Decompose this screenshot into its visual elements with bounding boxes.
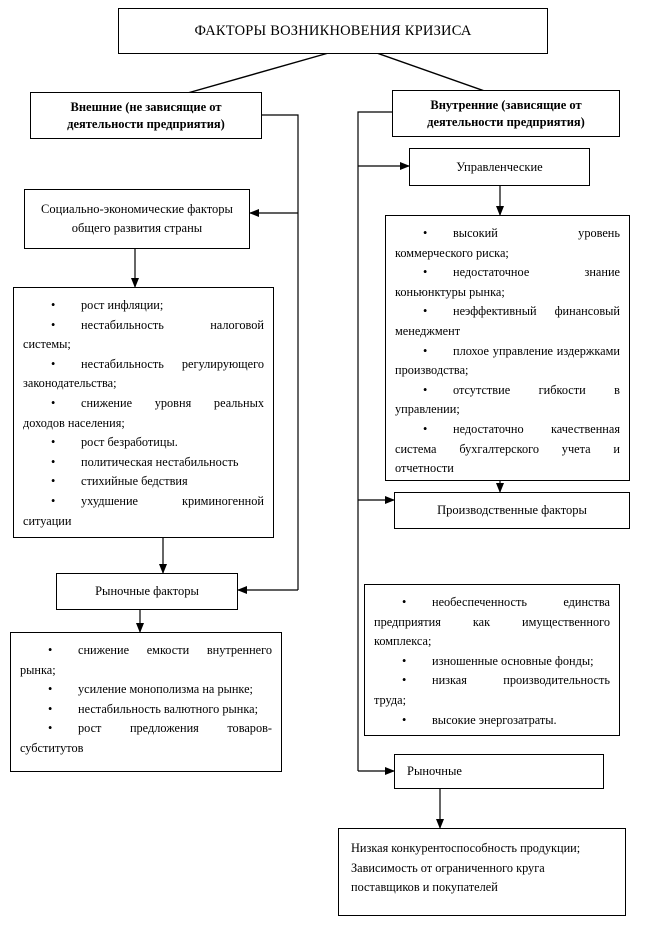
bullet-icon: • [48,701,53,716]
list-item: •рост предложения товаров-субститутов [20,719,272,758]
list-item-text: изношенные основные фонды; [432,653,594,668]
bullet-icon: • [423,265,428,280]
socio-economic-box: Социально-экономические факторы общего р… [24,189,250,249]
market-factors-box: Рыночные факторы [56,573,238,610]
list-item-text: низкая производительность труда; [374,673,610,707]
title-label: ФАКТОРЫ ВОЗНИКНОВЕНИЯ КРИЗИСА [194,22,472,39]
list-item-text: нестабильность налоговой системы; [23,317,264,352]
list-item-text: снижение емкости внутреннего рынка; [20,643,272,677]
list-item-text: ухудшение криминогенной ситуации [23,493,264,528]
list-item-text: стихийные бедствия [81,474,188,489]
bullet-icon: • [423,226,428,240]
list-item: • нестабильность валютного рынка; [20,700,272,720]
outcome-box: Низкая конкурентоспособность продукции; З… [338,828,626,916]
bullet-icon: • [51,454,56,469]
list-item-text: нестабильность регулирующего законодател… [23,356,264,391]
external-factors-box: Внешние (не зависящие от деятельности пр… [30,92,262,139]
list-item: •неэффективный финансовый менеджмент [395,302,620,341]
list-item-text: неэффективный финансовый менеджмент [395,304,620,338]
list-item-text: политическая нестабильность [81,454,239,469]
internal-factors-label: Внутренние (зависящие от деятельности пр… [427,97,585,129]
list-item-text: отсутствие гибкости в управлении; [395,382,620,417]
outcome-line: Зависимость от ограниченного круга поста… [351,860,545,895]
bullet-icon: • [423,382,428,397]
managerial-label: Управленческие [456,159,543,174]
bullet-icon: • [51,474,56,489]
list-item-text: рост безработицы. [81,435,178,450]
list-item: • политическая нестабильность [23,453,264,473]
market-box: Рыночные [394,754,604,789]
bullet-icon: • [51,298,56,312]
bullet-icon: • [51,356,56,371]
list-item: •отсутствие гибкости в управлении; [395,381,620,420]
market-factors-label: Рыночные факторы [95,584,199,598]
bullet-icon: • [51,435,56,450]
line-internal-trunk [357,111,392,771]
list-item: •снижение емкости внутреннего рынка; [20,641,272,680]
bullet-icon: • [51,395,56,410]
list-item: •недостаточное знание коньюнктуры рынка; [395,263,620,302]
bullet-icon: • [48,643,53,657]
managerial-box: Управленческие [409,148,590,186]
list-item: • высокие энергозатраты. [374,711,610,731]
list-item: •недостаточно качественная система бухга… [395,420,620,479]
list-item: •нестабильность регулирующего законодате… [23,355,264,394]
bullet-icon: • [402,712,407,727]
bullet-icon: • [48,682,53,697]
bullet-icon: • [402,595,407,609]
list-item: •высокий уровень коммерческого риска; [395,224,620,263]
title-box: ФАКТОРЫ ВОЗНИКНОВЕНИЯ КРИЗИСА [118,8,548,54]
list-item: •нестабильность налоговой системы; [23,316,264,355]
market-label: Рыночные [407,764,462,778]
list-item: • рост безработицы. [23,433,264,453]
bullet-icon: • [51,493,56,508]
list-item: •плохое управление издержками производст… [395,342,620,381]
list-item: •снижение уровня реальных доходов населе… [23,394,264,433]
managerial-list: •высокий уровень коммерческого риска;•не… [395,224,620,479]
list-item-text: необеспеченность единства предприятия ка… [374,595,610,649]
production-factors-list: •необеспеченность единства предприятия к… [374,593,610,730]
list-item: •ухудшение криминогенной ситуации [23,492,264,531]
list-item-text: плохое управление издержками производств… [395,343,620,378]
socio-economic-label: Социально-экономические факторы общего р… [41,202,233,235]
external-factors-label: Внешние (не зависящие от деятельности пр… [67,99,225,131]
socio-economic-list-box: •рост инфляции;•нестабильность налоговой… [13,287,274,538]
outcome-lines: Низкая конкурентоспособность продукции; З… [351,839,613,898]
list-item-text: рост инфляции; [81,298,164,312]
list-item-text: высокий уровень коммерческого риска; [395,226,620,260]
production-factors-list-box: •необеспеченность единства предприятия к… [364,584,620,736]
bullet-icon: • [423,304,428,319]
market-factors-list: •снижение емкости внутреннего рынка;•уси… [20,641,272,759]
production-factors-box: Производственные факторы [394,492,630,529]
list-item-text: рост предложения товаров-субститутов [20,721,272,755]
list-item: • стихийные бедствия [23,472,264,492]
list-item-text: недостаточное знание коньюнктуры рынка; [395,265,620,299]
list-item-text: высокие энергозатраты. [432,712,557,727]
bullet-icon: • [423,421,428,436]
bullet-icon: • [423,343,428,358]
list-item-text: снижение уровня реальных доходов населен… [23,395,264,430]
list-item-text: нестабильность валютного рынка; [78,701,259,716]
internal-factors-box: Внутренние (зависящие от деятельности пр… [392,90,620,137]
bullet-icon: • [51,317,56,332]
list-item-text: усиление монополизма на рынке; [78,682,253,697]
list-item: • изношенные основные фонды; [374,652,610,672]
production-factors-label: Производственные факторы [437,503,587,517]
bullet-icon: • [402,653,407,668]
managerial-list-box: •высокий уровень коммерческого риска;•не… [385,215,630,481]
list-item: •необеспеченность единства предприятия к… [374,593,610,652]
list-item: • усиление монополизма на рынке; [20,680,272,700]
bullet-icon: • [48,721,53,736]
socio-economic-list: •рост инфляции;•нестабильность налоговой… [23,296,264,531]
market-factors-list-box: •снижение емкости внутреннего рынка;•уси… [10,632,282,772]
list-item: •низкая производительность труда; [374,671,610,710]
list-item: • рост инфляции; [23,296,264,316]
list-item-text: недостаточно качественная система бухгал… [395,421,620,476]
line-external-trunk [262,114,299,590]
bullet-icon: • [402,673,407,688]
outcome-line: Низкая конкурентоспособность продукции; [351,841,581,855]
